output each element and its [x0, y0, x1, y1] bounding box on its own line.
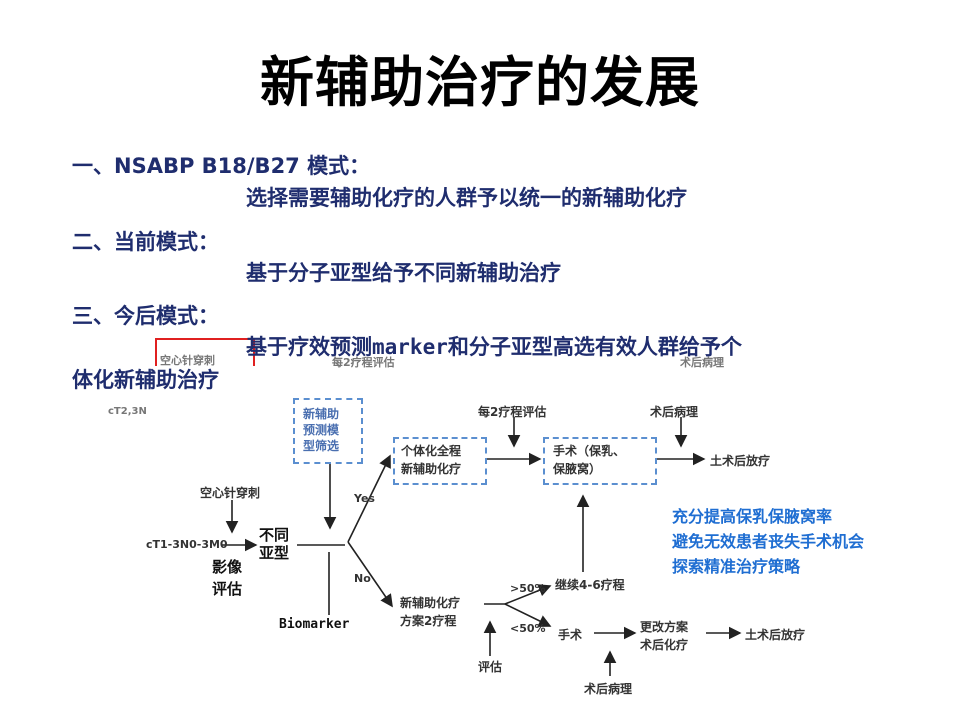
imaging-line1: 影像 [212, 558, 243, 576]
yes-label: Yes [354, 492, 375, 505]
nac-line2: 方案2疗程 [400, 614, 457, 628]
prediction-model-text: 新辅助 预测模 型筛选 [303, 406, 339, 454]
prediction-model-line3: 型筛选 [303, 439, 340, 453]
red-marker-top [155, 338, 255, 340]
ghost-ct: cT2,3N [108, 406, 147, 417]
ct-stage-label: cT1-3N0-3M0 [146, 538, 228, 551]
individualized-nac-text: 个体化全程 新辅助化疗 [401, 442, 461, 478]
surgery-line2: 保腋窝） [553, 462, 602, 476]
surgery-line1: 手术（保乳、 [553, 444, 626, 458]
post-pathology-bottom-label: 术后病理 [584, 682, 633, 696]
change-line2: 术后化疗 [640, 638, 689, 652]
continue-4-6-label: 继续4-6疗程 [555, 578, 625, 592]
ghost-post-path: 术后病理 [680, 356, 724, 369]
change-line1: 更改方案 [640, 620, 689, 634]
mode-2-detail: 基于分子亚型给予不同新辅助治疗 [246, 261, 561, 285]
mode-3-detail-wrap: 体化新辅助治疗 [72, 368, 219, 392]
surgery-2-label: 手术 [558, 628, 583, 642]
post-rt-top-label: 土术后放疗 [710, 454, 771, 468]
individualized-nac-line2: 新辅助化疗 [401, 462, 462, 476]
post-pathology-top-label: 术后病理 [650, 405, 699, 419]
mode-2-heading: 二、当前模式： [72, 230, 219, 254]
core-biopsy-label: 空心针穿刺 [200, 486, 261, 500]
nac-line1: 新辅助化疗 [400, 596, 461, 610]
ghost-eval: 每2疗程评估 [332, 356, 395, 369]
prediction-model-box [293, 398, 363, 464]
eval-every-2-label: 每2疗程评估 [478, 405, 547, 419]
lt50-label: <50% [510, 622, 546, 635]
mode-1-detail: 选择需要辅助化疗的人群予以统一的新辅助化疗 [246, 186, 687, 210]
change-regimen-text: 更改方案 术后化疗 [640, 618, 688, 654]
individualized-nac-line1: 个体化全程 [401, 444, 462, 458]
individualized-nac-box [393, 437, 487, 485]
surgery-box [543, 437, 657, 485]
benefit-1: 充分提高保乳保腋窝率 [672, 507, 833, 526]
surgery-text: 手术（保乳、 保腋窝） [553, 442, 625, 478]
nac-2-cycles-text: 新辅助化疗 方案2疗程 [400, 594, 460, 630]
prediction-model-line1: 新辅助 [303, 407, 340, 421]
biomarker-label: Biomarker [279, 617, 350, 632]
ghost-core-biopsy: 空心针穿刺 [160, 354, 215, 367]
slide-title: 新辅助治疗的发展 [260, 51, 700, 114]
benefit-3: 探索精准治疗策略 [672, 557, 801, 576]
eval-label: 评估 [478, 660, 503, 674]
subtype-label: 不同 亚型 [259, 526, 289, 562]
mode-1-heading: 一、NSABP B18/B27 模式： [72, 154, 371, 178]
subtype-line1: 不同 [259, 526, 290, 544]
subtype-line2: 亚型 [259, 544, 290, 562]
prediction-model-line2: 预测模 [303, 423, 340, 437]
imaging-line2: 评估 [212, 580, 243, 598]
imaging-label: 影像 评估 [212, 556, 242, 600]
red-marker-left [155, 338, 157, 366]
mode-3-detail: 基于疗效预测marker和分子亚型高选有效人群给予个 [246, 335, 742, 359]
mode-3-heading: 三、今后模式： [72, 304, 219, 328]
post-rt-bottom-label: 土术后放疗 [745, 628, 806, 642]
red-marker-right [253, 338, 255, 366]
benefit-2: 避免无效患者丧失手术机会 [672, 532, 865, 551]
gt50-label: >50% [510, 582, 546, 595]
no-label: No [354, 572, 371, 585]
